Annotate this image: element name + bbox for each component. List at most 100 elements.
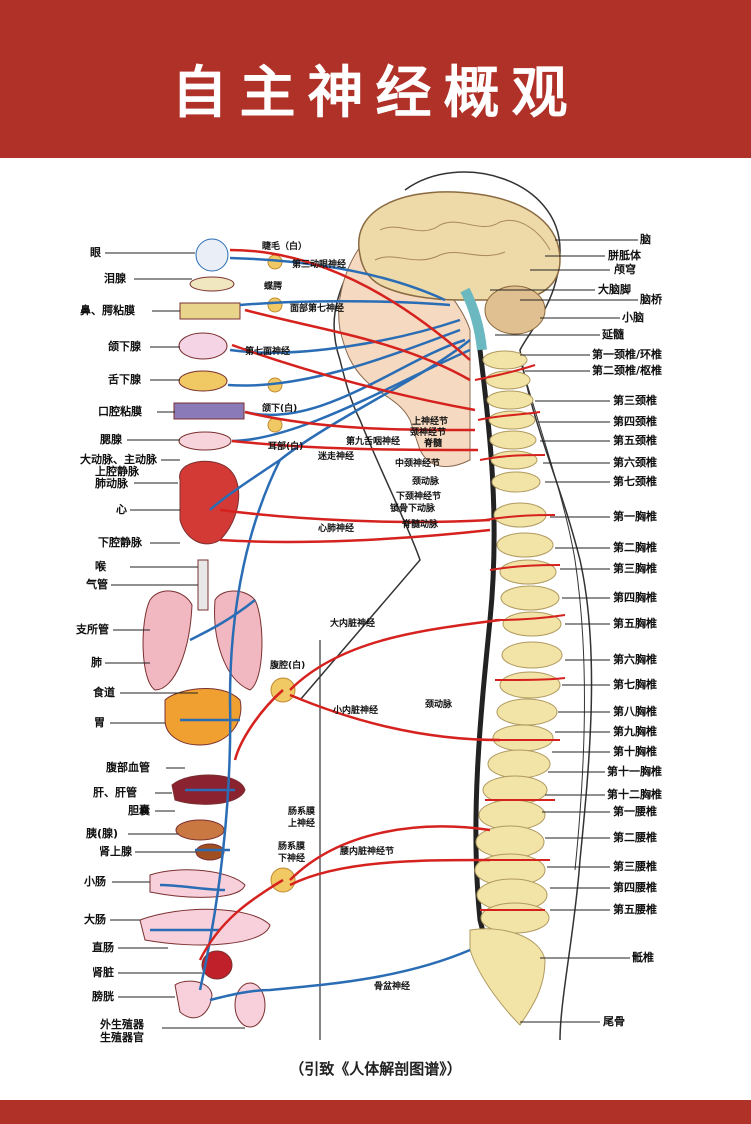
label-inferior-nerve: 下神经 xyxy=(278,854,306,864)
label-c3: 第三颈椎 xyxy=(613,394,657,407)
label-oculomotor-nerve: 第三动眼神经 xyxy=(292,260,347,270)
label-t11: 第十一胸椎 xyxy=(607,765,662,778)
label-nasal-mucosa: 鼻、腭粘膜 xyxy=(80,304,135,317)
label-l5: 第五腰椎 xyxy=(613,903,657,916)
label-liver: 肝、肝管 xyxy=(93,786,137,799)
label-ciliary: 睫毛（白） xyxy=(262,242,308,252)
label-greater-splanchnic: 大内脏神经 xyxy=(330,619,376,629)
label-lung: 肺 xyxy=(91,656,102,669)
label-external-genitalia: 外生殖器 xyxy=(100,1018,144,1031)
label-brain: 脑 xyxy=(640,233,651,246)
label-sacrum: 骶椎 xyxy=(632,951,654,964)
label-t1: 第一胸椎 xyxy=(613,510,657,523)
label-facial-nerve-a: 面部第七神经 xyxy=(290,304,345,314)
label-mesenteric-a: 肠系膜 xyxy=(288,807,316,817)
label-submandibular-gland: 颌下腺 xyxy=(108,340,141,353)
label-spinal-artery: 脊髓动脉 xyxy=(402,520,439,530)
label-abdominal-vessels: 腹部血管 xyxy=(106,761,150,774)
label-l2: 第二腰椎 xyxy=(613,831,657,844)
leader-lines-left xyxy=(105,252,245,1029)
spinal-branches xyxy=(474,364,566,912)
bladder xyxy=(174,980,213,1019)
parasympathetic-nerves xyxy=(150,256,471,1002)
lung-right xyxy=(214,590,263,691)
label-larynx: 喉 xyxy=(95,560,106,573)
label-t8: 第八胸椎 xyxy=(613,705,657,718)
label-heart: 心 xyxy=(116,503,127,516)
large-intestine xyxy=(139,908,271,946)
label-cranial-vault: 颅穹 xyxy=(614,263,636,276)
label-glossopharyngeal: 第九舌咽神经 xyxy=(346,437,401,447)
label-l4: 第四腰椎 xyxy=(613,881,657,894)
label-esophagus: 食道 xyxy=(93,686,115,699)
label-t9: 第九胸椎 xyxy=(613,725,657,738)
label-spinal-cord: 脊髓 xyxy=(424,439,443,449)
label-t5: 第五胸椎 xyxy=(613,617,657,630)
label-corpus-callosum: 胼胝体 xyxy=(608,249,641,262)
parotid-gland xyxy=(178,431,232,451)
label-large-intestine: 大肠 xyxy=(84,913,106,926)
trachea xyxy=(197,559,209,611)
label-cervical-ganglion: 颈神经节 xyxy=(410,428,447,438)
label-superior-ganglion: 上神经节 xyxy=(412,417,449,427)
label-middle-cervical-ganglion: 中颈神经节 xyxy=(395,459,441,469)
label-t3: 第三胸椎 xyxy=(613,562,657,575)
label-c1: 第一颈椎/环椎 xyxy=(592,348,663,361)
label-c5: 第五颈椎 xyxy=(613,434,657,447)
label-oral-mucosa: 口腔粘膜 xyxy=(98,405,142,418)
pancreas xyxy=(175,819,225,841)
heart xyxy=(179,460,240,545)
label-subclavian-artery: 锁骨下动脉 xyxy=(390,504,436,514)
eye xyxy=(195,238,229,272)
label-c7: 第七颈椎 xyxy=(613,475,657,488)
label-c6: 第六颈椎 xyxy=(613,456,657,469)
label-parotid-gland: 腮腺 xyxy=(100,433,122,446)
label-sublingual-gland: 舌下腺 xyxy=(108,373,141,386)
label-facial-nerve-b: 第七面神经 xyxy=(245,347,291,357)
label-c4: 第四颈椎 xyxy=(613,415,657,428)
footer-bar xyxy=(0,1100,751,1124)
label-carotid-a: 颈动脉 xyxy=(412,477,440,487)
label-lacrimal-gland: 泪腺 xyxy=(104,272,126,285)
sublingual-gland xyxy=(178,370,228,392)
source-caption: （引致《人体解剖图谱》） xyxy=(289,1060,462,1078)
label-inferior-cervical-ganglion: 下颈神经节 xyxy=(396,492,442,502)
cerebellum xyxy=(484,285,546,335)
label-bladder: 膀胱 xyxy=(92,990,114,1003)
label-adrenal-gland: 肾上腺 xyxy=(99,845,132,858)
oral-mucosa xyxy=(173,402,245,420)
organs xyxy=(139,238,271,1028)
label-small-intestine: 小肠 xyxy=(84,875,106,888)
label-pancreas: 胰(腺) xyxy=(86,827,119,840)
label-eye: 眼 xyxy=(90,246,101,259)
leader-lines-right xyxy=(490,239,638,1023)
label-superior-nerve: 上神经 xyxy=(288,819,316,829)
label-coccyx: 尾骨 xyxy=(603,1015,625,1028)
small-intestine xyxy=(149,869,246,898)
label-carotid-b: 颈动脉 xyxy=(425,700,453,710)
brainstem xyxy=(460,287,487,351)
label-inferior-vena-cava: 下腔静脉 xyxy=(98,536,142,549)
title-banner xyxy=(0,0,751,158)
label-t10: 第十胸椎 xyxy=(613,745,657,758)
label-pelvic-nerve: 骨盆神经 xyxy=(374,982,411,992)
label-pterygopalatine: 蝶腭 xyxy=(264,282,283,292)
label-celiac: 腹腔(白) xyxy=(270,661,306,671)
label-lesser-splanchnic: 小内脏神经 xyxy=(333,706,379,716)
label-l1: 第一腰椎 xyxy=(613,805,657,818)
label-rectum: 直肠 xyxy=(92,941,114,954)
label-bronchi: 支所管 xyxy=(76,623,109,636)
label-trachea: 气管 xyxy=(86,578,108,591)
label-medulla: 延髓 xyxy=(602,328,624,341)
label-lumbar-splanchnic-ganglion: 腰内脏神经节 xyxy=(340,847,395,857)
label-mesenteric-b: 肠系膜 xyxy=(278,842,306,852)
lacrimal-gland xyxy=(189,276,235,292)
label-otic-ganglion: 耳部(白) xyxy=(268,442,304,452)
label-submandibular-ganglion: 颌下(白) xyxy=(262,404,298,414)
brain-folds xyxy=(374,220,551,261)
label-cerebral-peduncle: 大脑脚 xyxy=(598,283,631,296)
label-t12: 第十二胸椎 xyxy=(607,788,662,801)
adrenal xyxy=(195,843,225,861)
label-pulmonary-artery: 肺动脉 xyxy=(95,477,128,490)
